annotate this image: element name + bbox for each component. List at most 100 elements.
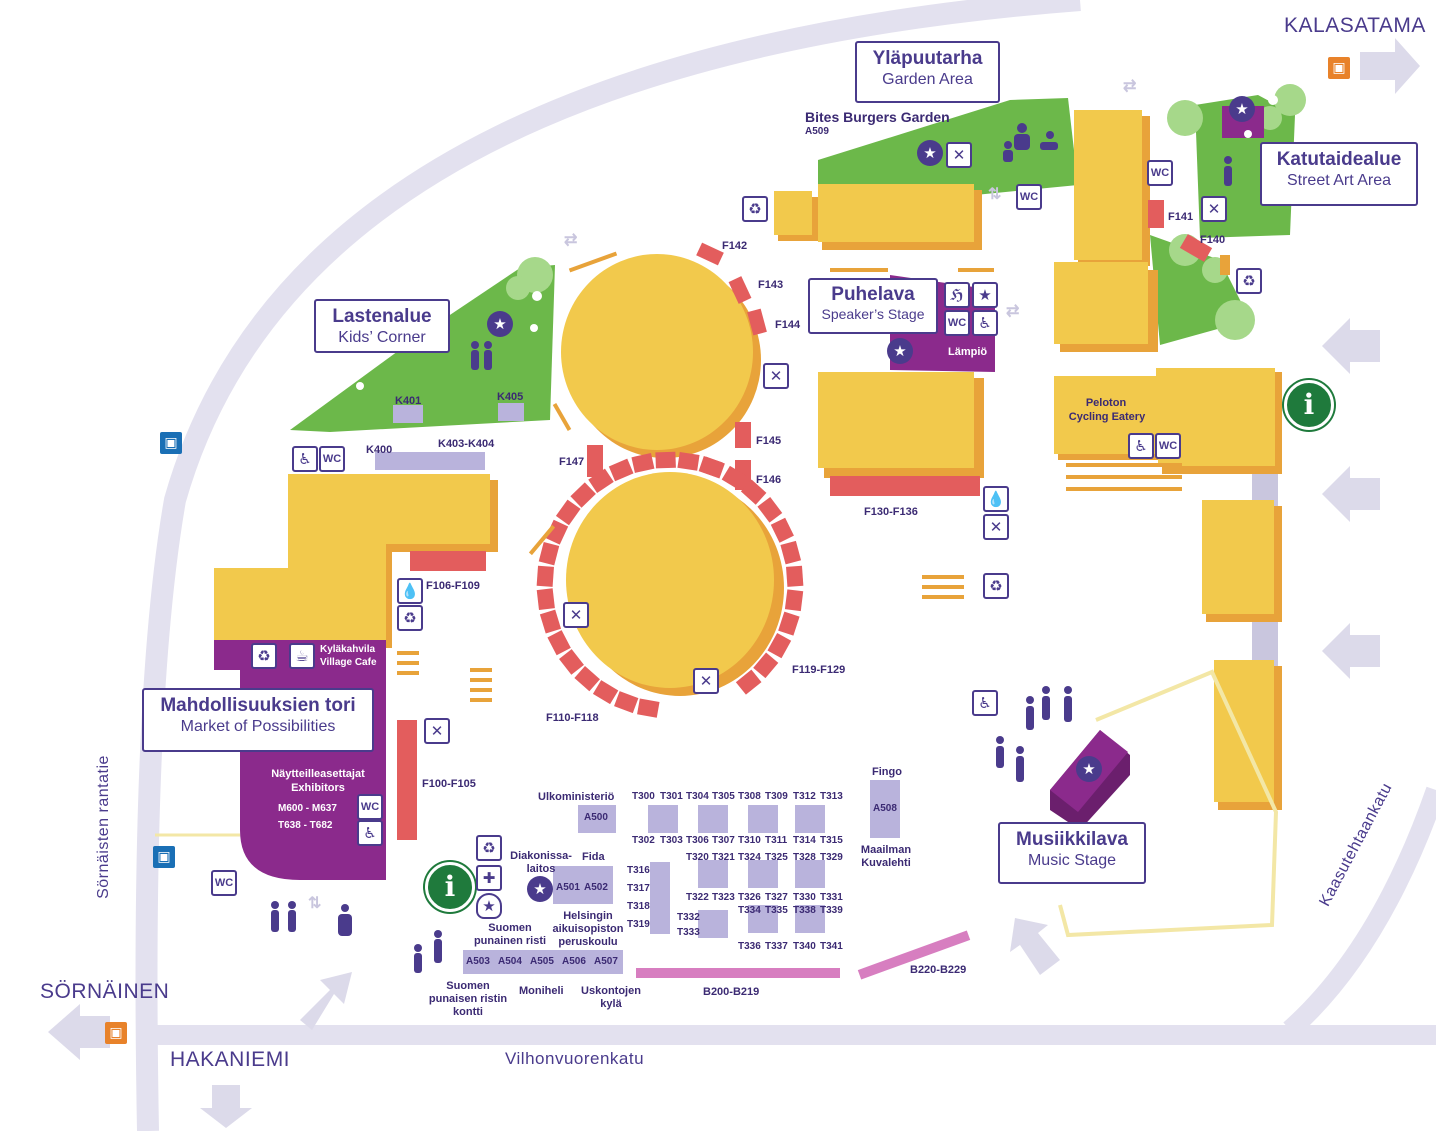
accessible-kids-icon: ♿ [292, 446, 318, 472]
accessible-speakers-icon: ♿ [972, 310, 998, 336]
diakonissa-label: Diakonissa- [510, 850, 572, 862]
t-stand-label: T326 [738, 892, 761, 903]
food-stand [767, 632, 792, 659]
recycling-cafe-icon: ♻ [251, 643, 277, 669]
cycling-eatery-label: Cycling Eatery [1068, 411, 1146, 423]
t-stand-label: T314 [793, 835, 816, 846]
t-stand-label: T320 [686, 852, 709, 863]
aikuisopiston-label: aikuisopiston [552, 923, 624, 935]
moniheli-label: Moniheli [519, 985, 564, 997]
ring-road [135, 0, 1081, 1131]
accessible-peloton-icon: ♿ [1128, 433, 1154, 459]
restaurant-north-hall-icon: ✕ [763, 363, 789, 389]
fida-label: Fida [582, 851, 605, 863]
a503-label: A503 [466, 956, 490, 967]
zone-title: Katutaidealue [1276, 149, 1402, 170]
zone-street-art-area: Katutaidealue Street Art Area [1260, 142, 1418, 206]
t-stand-label: T330 [793, 892, 816, 903]
flowers [356, 95, 1278, 390]
place-kalasatama: KALASATAMA [1284, 14, 1426, 37]
food-stand [631, 452, 655, 473]
restaurant-south-hall-west-icon: ✕ [563, 602, 589, 628]
kyla-label: kylä [600, 998, 622, 1010]
f141-label: F141 [1168, 211, 1194, 223]
k403-label: K403-K404 [438, 438, 495, 450]
food-stand [614, 691, 639, 714]
t-stand-label: T318 [627, 901, 650, 912]
t-stand-label: T325 [765, 852, 788, 863]
food-stand [608, 458, 634, 482]
zone-title: Musiikkilava [1016, 829, 1128, 850]
t-stand-label: T324 [738, 852, 761, 863]
t-stand-label: T307 [712, 835, 735, 846]
t-stand-label: T303 [660, 835, 683, 846]
t-stand-label: T306 [686, 835, 709, 846]
a504-label: A504 [498, 956, 522, 967]
t-stand-label: T340 [793, 941, 816, 952]
bites-burgers-label: Bites Burgers Garden [805, 109, 950, 125]
wc-market-icon: WC [357, 794, 383, 820]
food-stand [770, 517, 794, 543]
zone-title: Mahdollisuuksien tori [160, 695, 356, 716]
accessible-music-icon: ♿ [972, 690, 998, 716]
water-point-west-icon: 💧 [397, 578, 423, 604]
t-stand-label: T339 [820, 905, 843, 916]
garden-star-icon: ★ [917, 140, 943, 166]
kids-corner-star-icon: ★ [487, 311, 513, 337]
zone-subtitle: Kids’ Corner [338, 328, 426, 346]
south-ring-stands [536, 451, 804, 718]
t-stand-label: T328 [793, 852, 816, 863]
t-stand-label: T327 [765, 892, 788, 903]
t-stand-label: T305 [712, 791, 735, 802]
restaurant-east-icon: ✕ [983, 514, 1009, 540]
restaurant-south-hall-east-icon: ✕ [693, 668, 719, 694]
b-stands [636, 930, 971, 980]
wc-kids-icon: WC [319, 446, 345, 472]
a508-label: A508 [873, 803, 897, 814]
lampio-label: Lämpiö [948, 346, 988, 358]
spr-kontti-3-label: kontti [453, 1006, 483, 1018]
first-aid-icon: ✚ [476, 865, 502, 891]
t-stand-label: T309 [765, 791, 788, 802]
water-point-east-icon: 💧 [983, 486, 1009, 512]
food-stand [757, 496, 783, 523]
food-stand [547, 630, 571, 656]
t-stand-label: T334 [738, 905, 761, 916]
kylakahvila-label: Kyläkahvila [320, 644, 376, 655]
helsingin-label: Helsingin [563, 910, 613, 922]
t-stand-label: T322 [686, 892, 709, 903]
a509-label: A509 [805, 126, 829, 137]
fingo-label: Fingo [872, 766, 902, 778]
t-stand-label: T304 [686, 791, 709, 802]
t-stand-label: T321 [712, 852, 735, 863]
t-stand-label: T335 [765, 905, 788, 916]
accessible-market-icon: ♿ [357, 820, 383, 846]
t-stand-label: T329 [820, 852, 843, 863]
street-vilhonvuorenkatu: Vilhonvuorenkatu [505, 1049, 645, 1068]
restaurant-market-icon: ✕ [424, 718, 450, 744]
t-stand-label: T312 [793, 791, 816, 802]
t-stand-label: T300 [632, 791, 655, 802]
zone-subtitle: Market of Possibilities [180, 717, 336, 735]
b220-label: B220-B229 [910, 964, 967, 976]
uskontojen-label: Uskontojen [581, 985, 641, 997]
food-stand [570, 482, 596, 508]
food-stand [588, 468, 614, 493]
t-stand-label: T331 [820, 892, 843, 903]
info-point-east-icon: i [1284, 380, 1334, 430]
street-sornaisten-rantatie: Sörnäisten rantatie [94, 755, 112, 899]
zone-kids-corner: Lastenalue Kids’ Corner [314, 299, 450, 353]
exhibitors-fi-label: Näytteilleasettajat [271, 768, 365, 780]
f130-label: F130-F136 [864, 506, 918, 518]
hall-south [566, 472, 774, 688]
bidirectional-arrow-icon: ⇄ [1006, 303, 1020, 320]
f143-label: F143 [758, 279, 784, 291]
food-stand [735, 669, 762, 695]
food-stand [655, 451, 676, 469]
food-stand [677, 451, 700, 471]
food-stand [536, 588, 555, 610]
t-stand-label: T311 [765, 835, 788, 846]
f145-label: F145 [756, 435, 782, 447]
